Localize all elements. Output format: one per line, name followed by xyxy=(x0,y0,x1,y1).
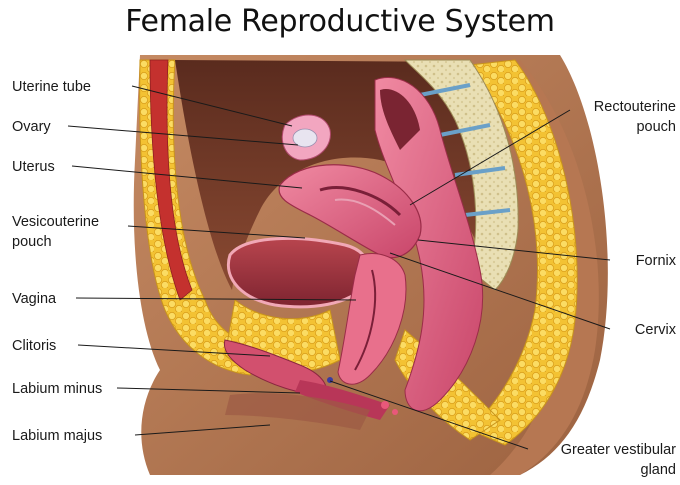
label-uterus: Uterus xyxy=(12,159,55,175)
label-ovary: Ovary xyxy=(12,119,51,135)
label-vagina: Vagina xyxy=(12,291,57,307)
bladder xyxy=(228,238,369,306)
label-rectouterine-pouch-line1: Rectouterine xyxy=(594,99,676,115)
label-rectouterine-pouch-line2: pouch xyxy=(636,119,676,135)
label-vesicouterine-pouch-line2: pouch xyxy=(12,234,52,250)
label-greater-vestibular-gland-line1: Greater vestibular xyxy=(561,442,676,458)
label-uterine-tube: Uterine tube xyxy=(12,79,91,95)
label-clitoris: Clitoris xyxy=(12,338,56,354)
label-vesicouterine-pouch-line1: Vesicouterine xyxy=(12,214,99,230)
label-fornix: Fornix xyxy=(636,253,677,269)
label-greater-vestibular-gland-line2: gland xyxy=(641,462,676,478)
label-labium-minus: Labium minus xyxy=(12,381,102,397)
label-cervix: Cervix xyxy=(635,322,677,338)
label-labium-majus: Labium majus xyxy=(12,428,102,444)
